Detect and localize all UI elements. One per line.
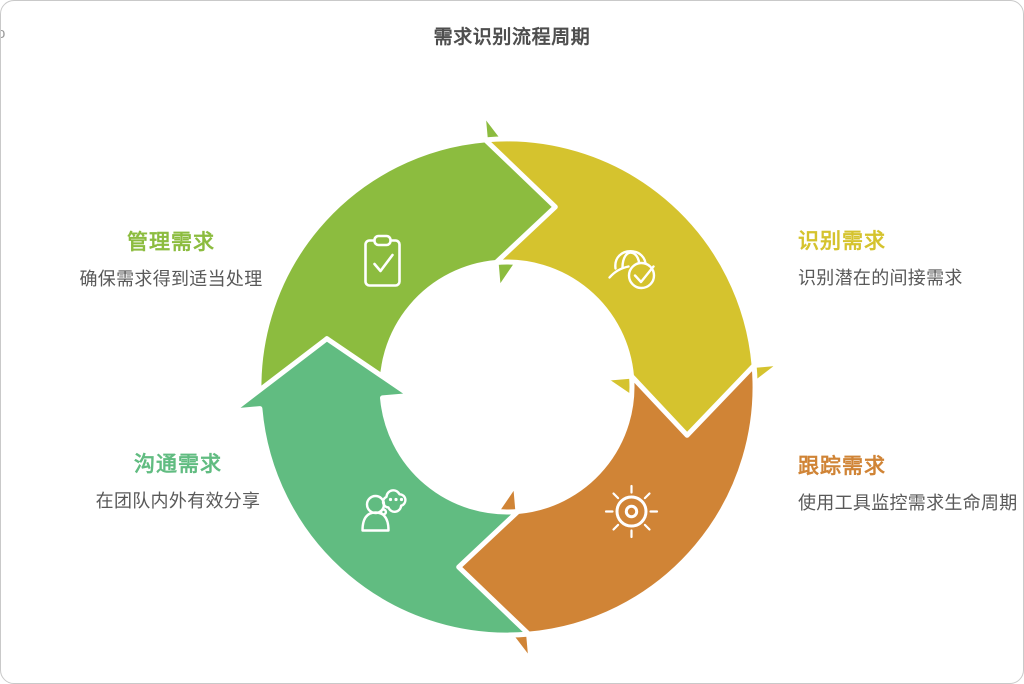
callout-manage-description: 确保需求得到适当处理 (79, 269, 263, 289)
callout-track-title: 跟踪需求 (798, 455, 886, 478)
person-chat-icon (361, 489, 407, 532)
callout-communicate-description: 在团队内外有效分享 (95, 491, 261, 511)
callout-communicate-title: 沟通需求 (134, 453, 222, 476)
callout-track-description: 使用工具监控需求生命周期 (798, 493, 1018, 513)
callout-identify: 识别需求 识别潜在的间接需求 (798, 230, 1023, 290)
callout-identify-title: 识别需求 (798, 230, 886, 253)
clipboard-check-icon (364, 234, 401, 287)
callout-manage: 管理需求 确保需求得到适当处理 (46, 232, 296, 291)
page-title: 需求识别流程周期 (433, 27, 591, 48)
edge-artifact-glyph: o (1, 25, 5, 42)
callout-identify-description: 识别潜在的间接需求 (798, 268, 963, 288)
callout-communicate: 沟通需求 在团队内外有效分享 (53, 454, 303, 513)
callout-manage-title: 管理需求 (127, 231, 215, 254)
user-check-icon (608, 250, 656, 290)
segment-communicate (229, 336, 532, 638)
sun-gear-icon (604, 484, 659, 539)
callout-track: 跟踪需求 使用工具监控需求生命周期 (798, 455, 1023, 515)
